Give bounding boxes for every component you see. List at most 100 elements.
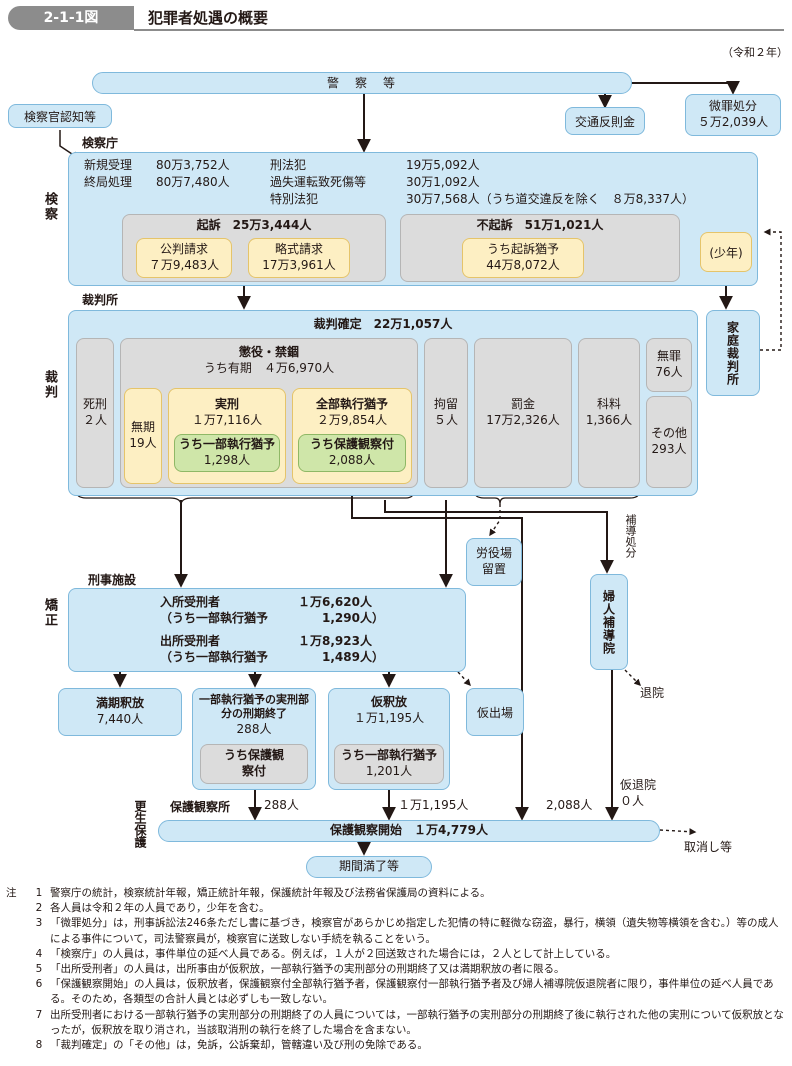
guidance-parole-value: ０人 <box>620 794 645 808</box>
life-sentence-box: 無期 19人 <box>124 388 162 484</box>
detention-box: 拘留 ５人 <box>424 338 468 488</box>
footnote-item: 4「検察庁」の人員は，事件単位の延べ人員である。例えば，１人が２回送致された場合… <box>6 947 788 962</box>
partial-suspension-label: うち一部執行猶予 <box>178 437 275 452</box>
court-label: 裁判所 <box>82 293 119 307</box>
public-trial-value: ７万9,483人 <box>148 258 220 272</box>
footnote-text: 警察庁の統計，検察統計年報，矯正統計年報，保護統計年報及び法務省保護局の資料によ… <box>50 887 491 899</box>
suspension-of-prosecution-value: 44万8,072人 <box>486 258 560 272</box>
header-divider <box>134 29 784 31</box>
footnote-number: 5 <box>35 963 43 976</box>
footnote-head <box>6 1038 28 1053</box>
minor-disposal-value: ５万2,039人 <box>697 115 769 129</box>
flow-288-label: 288人 <box>264 798 299 812</box>
penal-code-value: 19万5,092人 <box>406 158 480 172</box>
full-term-release-box: 満期釈放 7,440人 <box>58 688 182 736</box>
footnote-text: 「出所受刑者」の人員は，出所事由が仮釈放，一部執行猶予の実刑部分の刑期終了又は満… <box>50 963 565 976</box>
flow-2088-label: 2,088人 <box>546 798 593 812</box>
police-box: 警 察 等 <box>92 72 632 94</box>
footnote-head <box>6 977 28 1007</box>
correction-side-label: 矯正 <box>42 598 57 628</box>
guidance-disposal-label: 補導処分 <box>624 514 637 558</box>
footnote-head <box>6 901 28 916</box>
parole-partial-label: うち一部執行猶予 <box>340 748 437 763</box>
family-court-box: 家庭裁判所 <box>706 310 760 396</box>
summary-order-label: 略式請求 <box>274 242 323 257</box>
footnote-number: 4 <box>35 947 43 960</box>
minor-disposal-title: 微罪処分 <box>708 99 757 114</box>
full-term-release-value: 7,440人 <box>96 712 144 726</box>
released-partial-label: （うち一部執行猶予 <box>160 650 269 664</box>
released-label: 出所受刑者 <box>160 634 221 648</box>
actual-sentence-value: １万7,116人 <box>191 412 263 427</box>
death-penalty-value: ２人 <box>82 413 107 427</box>
flow-11195-label: １万1,195人 <box>398 798 469 812</box>
dotted-temp-out <box>457 671 471 687</box>
other-judgment-value: 293人 <box>651 442 687 456</box>
indictment-label: 起訴 25万3,444人 <box>196 218 312 232</box>
special-law-value: 30万7,568人（うち道交違反を除く ８万8,337人） <box>406 192 694 206</box>
death-penalty-box: 死刑 ２人 <box>76 338 114 488</box>
summary-order-value: 17万3,961人 <box>262 258 336 272</box>
discharge-label: 退院 <box>640 686 665 700</box>
imprisonment-label: 懲役・禁錮 <box>238 345 299 359</box>
workhouse-label: 労役場留置 <box>475 546 512 576</box>
figure-title: 犯罪者処遇の概要 <box>148 9 269 27</box>
dotted-exit <box>624 669 641 686</box>
minor-disposal-box: 微罪処分 ５万2,039人 <box>685 94 781 136</box>
partial-term-end-value: 288人 <box>236 721 272 736</box>
correction-box <box>68 588 466 672</box>
footnote-text: 出所受刑者における一部執行猶予の実刑部分の刑期終了の人員については，一部執行猶予… <box>50 1008 784 1036</box>
temporary-release-box: 仮出場 <box>466 688 524 736</box>
footnote-number: 3 <box>35 917 43 930</box>
detention-value: ５人 <box>433 413 458 427</box>
public-trial-box: 公判請求 ７万9,483人 <box>136 238 232 278</box>
footnote-number: 7 <box>35 1008 43 1021</box>
traffic-fine-box: 交通反則金 <box>565 107 645 135</box>
figure-number: 2-1-1図 <box>8 6 134 30</box>
workhouse-box: 労役場留置 <box>466 538 522 586</box>
footnote-text: 各人員は令和２年の人員であり，少年を含む。 <box>50 902 270 915</box>
dotted-family-juvenile <box>760 228 782 351</box>
parole-value: １万1,195人 <box>353 710 425 725</box>
dotted-workhouse <box>489 504 501 537</box>
arrow-police-minor <box>630 80 740 95</box>
admitted-value: １万6,620人 <box>298 595 372 609</box>
prosecution-side-label: 検察 <box>42 192 57 222</box>
public-trial-label: 公判請求 <box>159 242 208 257</box>
partial-suspension-box: うち一部執行猶予 1,298人 <box>174 434 280 472</box>
probation-attached-label: うち保護観察付 <box>309 437 394 452</box>
full-suspension-value: ２万9,854人 <box>316 412 388 427</box>
actual-sentence-label: 実刑 <box>214 397 239 411</box>
footnote-number: 2 <box>35 902 43 915</box>
probation-start-box: 保護観察開始 １万4,779人 <box>158 820 660 842</box>
footnote-head <box>6 916 28 946</box>
parole-partial-value: 1,201人 <box>365 764 413 778</box>
womens-guidance-box: 婦人補導院 <box>590 574 628 670</box>
footnote-item: 6「保護観察開始」の人員は，仮釈放者，保護観察付全部執行猶予者，保護観察付一部執… <box>6 977 788 1007</box>
penal-facility-label: 刑事施設 <box>88 573 137 587</box>
parole-partial-box: うち一部執行猶予 1,201人 <box>334 744 444 784</box>
expiry-box: 期間満了等 <box>306 856 432 878</box>
footnote-text: 「微罪処分」は，刑事訴訟法246条ただし書に基づき，検察官があらかじめ指定した犯… <box>50 917 779 945</box>
guidance-parole-label: 仮退院 <box>620 778 657 792</box>
non-indictment-label: 不起訴 51万1,021人 <box>476 218 604 232</box>
full-suspension-label: 全部執行猶予 <box>315 397 388 411</box>
final-judgment-label: 裁判確定 22万1,057人 <box>313 317 453 331</box>
parole-label: 仮釈放 <box>370 695 407 709</box>
probation-start-label: 保護観察開始 １万4,779人 <box>330 823 488 838</box>
footnote-head <box>6 962 28 977</box>
acquittal-value: 76人 <box>655 365 683 379</box>
footnote-item: 3 「微罪処分」は，刑事訴訟法246条ただし書に基づき，検察官があらかじめ指定した… <box>6 916 788 946</box>
negligent-driving-label: 過失運転致死傷等 <box>270 175 367 189</box>
detention-label: 拘留 <box>433 397 458 412</box>
other-judgment-box: その他 293人 <box>646 396 692 488</box>
acquittal-box: 無罪 76人 <box>646 338 692 392</box>
footnote-item: 2 各人員は令和２年の人員であり，少年を含む。 <box>6 901 788 916</box>
expiry-label: 期間満了等 <box>338 859 399 874</box>
life-sentence-label: 無期 <box>130 420 155 435</box>
probation-attached-value: 2,088人 <box>328 453 376 467</box>
negligent-driving-value: 30万1,092人 <box>406 175 480 189</box>
life-sentence-value: 19人 <box>129 436 157 450</box>
dotted-revoke <box>659 828 697 836</box>
